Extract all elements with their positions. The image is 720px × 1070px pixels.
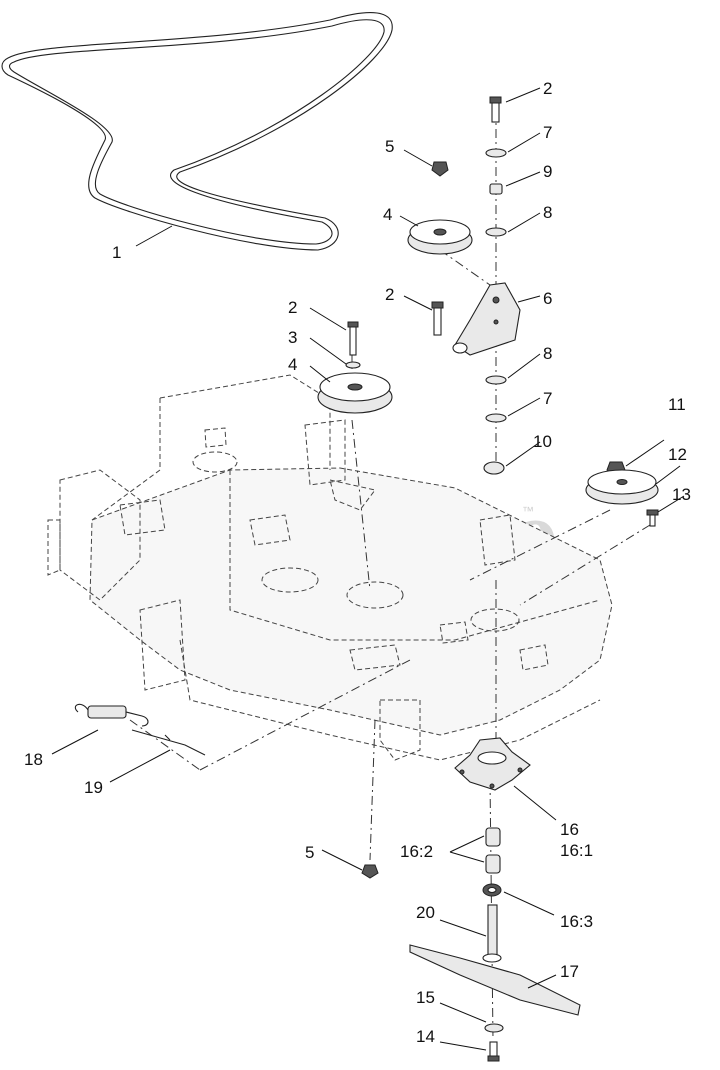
belt-part-1 (1, 12, 393, 251)
washer-part-3 (345, 361, 361, 369)
bolt-part-2-left (347, 321, 359, 356)
callout-16-1: 16:1 (560, 841, 593, 860)
spacer-part-10 (483, 461, 505, 475)
callout-12: 12 (668, 445, 687, 464)
callout-4-lower: 4 (288, 355, 297, 374)
washer-part-15 (484, 1023, 504, 1033)
nut-part-5-bottom (361, 864, 379, 879)
callout-7-top: 7 (543, 123, 552, 142)
callout-9: 9 (543, 162, 552, 181)
bolt-part-2-top (489, 96, 502, 123)
callout-16-2: 16:2 (400, 842, 433, 861)
bearing-part-16-2-upper (485, 827, 501, 847)
callout-15: 15 (416, 988, 435, 1007)
pulley-part-12 (585, 469, 659, 505)
callout-5-top: 5 (385, 137, 394, 156)
callout-20: 20 (416, 903, 435, 922)
callout-11: 11 (668, 395, 686, 414)
mower-deck-housing (47, 374, 613, 761)
idler-pulley-part-4-lower (317, 372, 393, 414)
callout-16-3: 16:3 (560, 912, 593, 931)
bolt-part-14 (487, 1041, 500, 1062)
rod-part-19 (131, 729, 206, 756)
callout-2-top: 2 (543, 79, 552, 98)
callout-4-upper: 4 (383, 205, 392, 224)
bolt-part-13 (646, 509, 659, 527)
washer-part-7-bottom (485, 413, 507, 423)
blade-part-17 (409, 944, 581, 1016)
callout-1: 1 (112, 243, 121, 262)
callout-18: 18 (24, 750, 43, 769)
callout-7-bottom: 7 (543, 389, 552, 408)
washer-part-8-bottom (485, 375, 507, 385)
callout-10: 10 (533, 432, 552, 451)
callout-labels: 1 2 7 9 8 5 4 2 6 8 7 10 2 3 4 11 12 13 … (24, 79, 691, 1046)
callout-14: 14 (416, 1027, 435, 1046)
callout-13: 13 (672, 485, 691, 504)
callout-5-bottom: 5 (305, 843, 314, 862)
watermark-trademark: ™ (522, 504, 534, 518)
washer-part-8-top (485, 227, 507, 237)
spring-part-18 (74, 703, 149, 727)
spindle-shaft-part-20 (482, 904, 502, 963)
bearing-part-16-2-lower (485, 854, 501, 874)
callout-3: 3 (288, 328, 297, 347)
callout-8-bottom: 8 (543, 344, 552, 363)
callout-16: 16 (560, 820, 579, 839)
washer-part-7-top (485, 148, 507, 158)
callout-8-top: 8 (543, 203, 552, 222)
callout-2-left: 2 (288, 298, 297, 317)
nut-part-5-top (431, 161, 449, 177)
callout-2-arm: 2 (385, 285, 394, 304)
callout-6: 6 (543, 289, 552, 308)
leader-lines (51, 87, 685, 1051)
spindle-housing-part-16 (454, 737, 531, 791)
idler-arm-part-6 (452, 282, 521, 356)
bolt-part-2-arm (431, 301, 444, 336)
callout-17: 17 (560, 962, 579, 981)
spacer-part-9 (489, 183, 503, 195)
idler-pulley-part-4-upper (407, 219, 473, 255)
callout-19: 19 (84, 778, 103, 797)
seal-part-16-3 (482, 883, 502, 897)
